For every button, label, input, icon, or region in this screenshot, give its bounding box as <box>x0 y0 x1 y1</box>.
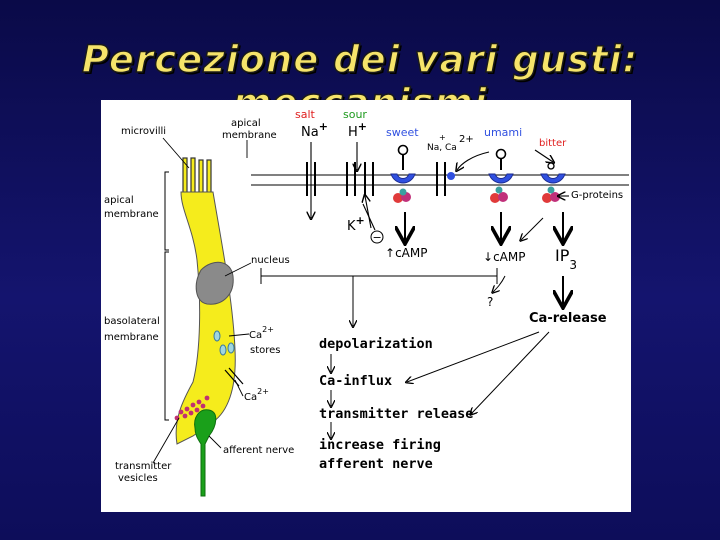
cascade-transmitter-release: transmitter release <box>319 406 473 422</box>
label-question: ? <box>487 295 493 309</box>
label-afferent-nerve: afferent nerve <box>223 445 294 456</box>
taste-umami: umami <box>484 126 522 139</box>
label-apical-top-1: apical <box>231 118 261 129</box>
label-camp-up: ↑cAMP <box>385 246 427 260</box>
afferent-nerve-shape <box>195 410 216 496</box>
umami-channel-receptor <box>447 172 455 180</box>
ion-na-ca-sup: 2+ <box>459 134 474 145</box>
ion-na-ca: Na, Ca <box>427 143 457 153</box>
arrow-bitter-binding <box>535 150 553 162</box>
arrow-h-block <box>363 204 375 230</box>
cell-body <box>176 192 235 444</box>
ion-na: Na+ <box>301 120 328 140</box>
ca-store <box>220 345 226 355</box>
membrane-brackets <box>165 172 169 420</box>
umami-channel <box>437 162 445 196</box>
label-camp-down: ↓cAMP <box>483 250 525 264</box>
label-basolateral-2: membrane <box>104 332 159 343</box>
label-apical-left-2: membrane <box>104 209 159 220</box>
taste-bitter: bitter <box>539 138 567 149</box>
label-vesicles: vesicles <box>118 473 158 484</box>
ca-store <box>214 331 220 341</box>
cascade-increase-firing: increase firing <box>319 437 441 453</box>
label-apical-left-1: apical <box>104 195 134 206</box>
label-g-proteins: G-proteins <box>571 190 623 201</box>
label-transmitter: transmitter <box>115 461 172 472</box>
arrow-bitter-to-camp <box>521 218 543 240</box>
ion-na-ca-plus: + <box>439 133 446 142</box>
inhibition-minus: − <box>373 231 382 244</box>
cascade-afferent-nerve: afferent nerve <box>319 456 433 472</box>
bitter-receptor <box>541 163 565 203</box>
ca-store <box>228 343 234 353</box>
taste-mechanism-diagram: microvilli apical membrane apical membra… <box>101 100 631 512</box>
arrow-ca-release-to-transmitter <box>471 332 549 414</box>
label-nucleus: nucleus <box>251 255 290 266</box>
cascade-depolarization: depolarization <box>319 336 433 352</box>
arrow-umami-binding <box>457 152 489 170</box>
label-ca-release: Ca-release <box>529 311 607 326</box>
label-ca-influx-ion: Ca2+ <box>244 387 269 403</box>
taste-sweet: sweet <box>386 126 419 139</box>
label-ca-stores: stores <box>250 345 281 356</box>
convergence-bracket <box>261 268 497 326</box>
sour-channel <box>347 162 373 196</box>
arrow-k-out <box>365 196 371 228</box>
ion-h: H+ <box>348 120 367 140</box>
label-microvilli: microvilli <box>121 126 166 137</box>
microvilli-shape <box>183 158 211 194</box>
label-basolateral-1: basolateral <box>104 316 160 327</box>
taste-salt: salt <box>295 108 316 121</box>
arrow-camp-question <box>493 276 505 292</box>
ion-k: K+ <box>347 214 365 234</box>
sweet-receptor <box>391 146 415 204</box>
label-ca-stores-main: Ca2+ <box>249 325 274 341</box>
cascade-ca-influx: Ca-influx <box>319 373 392 389</box>
label-ip3: IP3 <box>555 246 577 272</box>
umami-receptor <box>489 150 513 204</box>
label-apical-top-2: membrane <box>222 130 277 141</box>
